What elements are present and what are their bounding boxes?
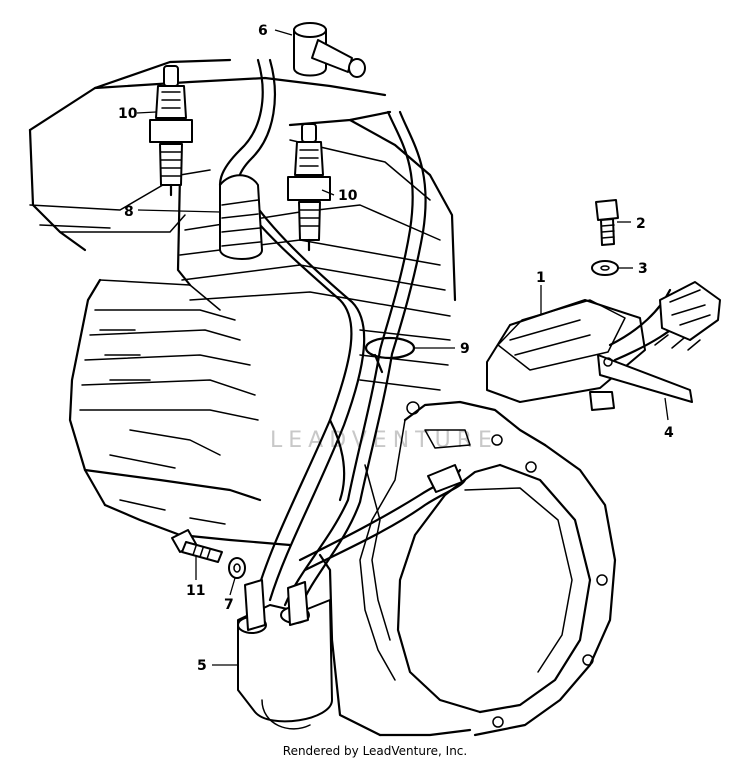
leader-lines [136, 29, 669, 666]
spark-plug-left [149, 65, 193, 197]
callouts: 6 10 10 8 1 2 3 9 4 5 11 7 [118, 23, 674, 674]
callout-11: 11 [186, 583, 205, 599]
spark-plug-right [287, 123, 331, 252]
callout-10-right: 10 [338, 188, 358, 204]
render-credit: Rendered by LeadVenture, Inc. [282, 744, 468, 758]
callout-10-left: 10 [118, 106, 138, 122]
wiring-leads [298, 464, 467, 572]
callout-2: 2 [636, 216, 646, 232]
bolt [595, 199, 619, 246]
callout-1: 1 [536, 270, 546, 286]
watermark-text: LEADVENTURE [270, 428, 498, 453]
cdi-bracket [589, 354, 693, 411]
callout-8: 8 [124, 204, 134, 220]
callout-7: 7 [224, 597, 234, 613]
washer [591, 260, 619, 276]
callout-9: 9 [460, 341, 470, 357]
cable-holder [219, 174, 263, 260]
flywheel-housing [359, 400, 617, 737]
engine-cylinder-fins [68, 278, 451, 507]
cdi-connector [654, 281, 721, 351]
coil-bolt [171, 529, 223, 563]
callout-3: 3 [638, 261, 648, 277]
callout-6: 6 [258, 23, 268, 39]
spark-plug-cap [293, 22, 366, 78]
ignition-coil [237, 579, 333, 730]
callout-4: 4 [664, 425, 674, 441]
callout-5: 5 [197, 658, 207, 674]
coil-washer [228, 557, 246, 579]
